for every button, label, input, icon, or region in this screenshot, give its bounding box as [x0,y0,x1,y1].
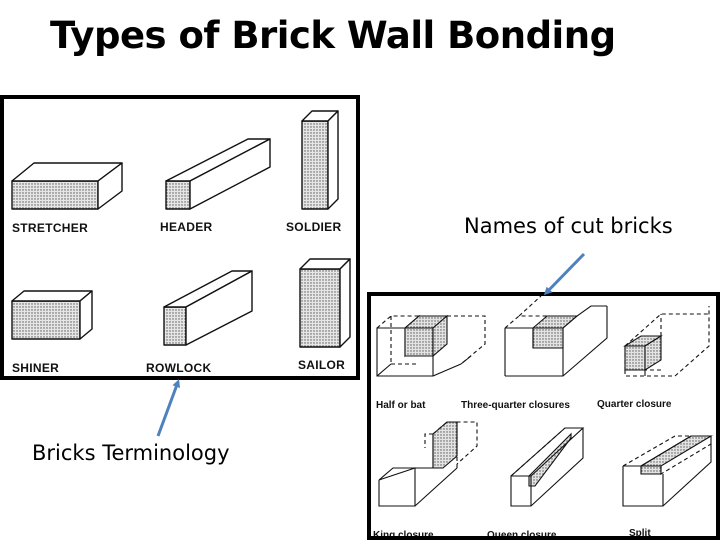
stretcher-brick [11,162,123,210]
quarter-closure-brick [623,306,710,377]
caption-bricks-terminology: Bricks Terminology [32,441,230,465]
split-brick [622,435,713,507]
king-closure-brick [378,421,478,507]
label-rowlock: ROWLOCK [146,361,212,375]
arrow-to-cut-bricks [543,252,586,296]
label-stretcher: STRETCHER [12,221,89,235]
shiner-brick [11,290,93,340]
label-sailor: SAILOR [298,358,346,372]
caption-names-of-cut-bricks: Names of cut bricks [464,214,673,238]
label-three-quarter-closures: Three-quarter closures [461,400,570,411]
soldier-brick [301,110,339,210]
label-split: Split [629,528,651,539]
brick-terminology-panel: STRETCHER HEADER SOLDIER SHINER ROWLOCK … [0,95,360,380]
label-king-closure: King closure [373,530,434,540]
half-or-bat-brick [376,314,486,377]
queen-closure-brick [510,427,585,507]
label-header: HEADER [160,220,213,234]
three-quarter-closure-brick [504,296,608,377]
label-quarter-closure: Quarter closure [597,399,672,410]
arrow-to-terminology [156,379,181,437]
page-title: Types of Brick Wall Bonding [50,14,616,57]
cut-bricks-panel: Half or bat Three-quarter closures Quart… [367,292,720,540]
brick-positions-diagram [11,110,351,348]
label-queen-closure: Queen closure [487,530,557,540]
sailor-brick [299,258,351,348]
cut-bricks-diagram [376,296,713,507]
label-half-or-bat: Half or bat [376,400,426,411]
label-shiner: SHINER [12,361,60,375]
header-brick [165,138,271,210]
rowlock-brick [163,270,253,346]
label-soldier: SOLDIER [286,220,342,234]
